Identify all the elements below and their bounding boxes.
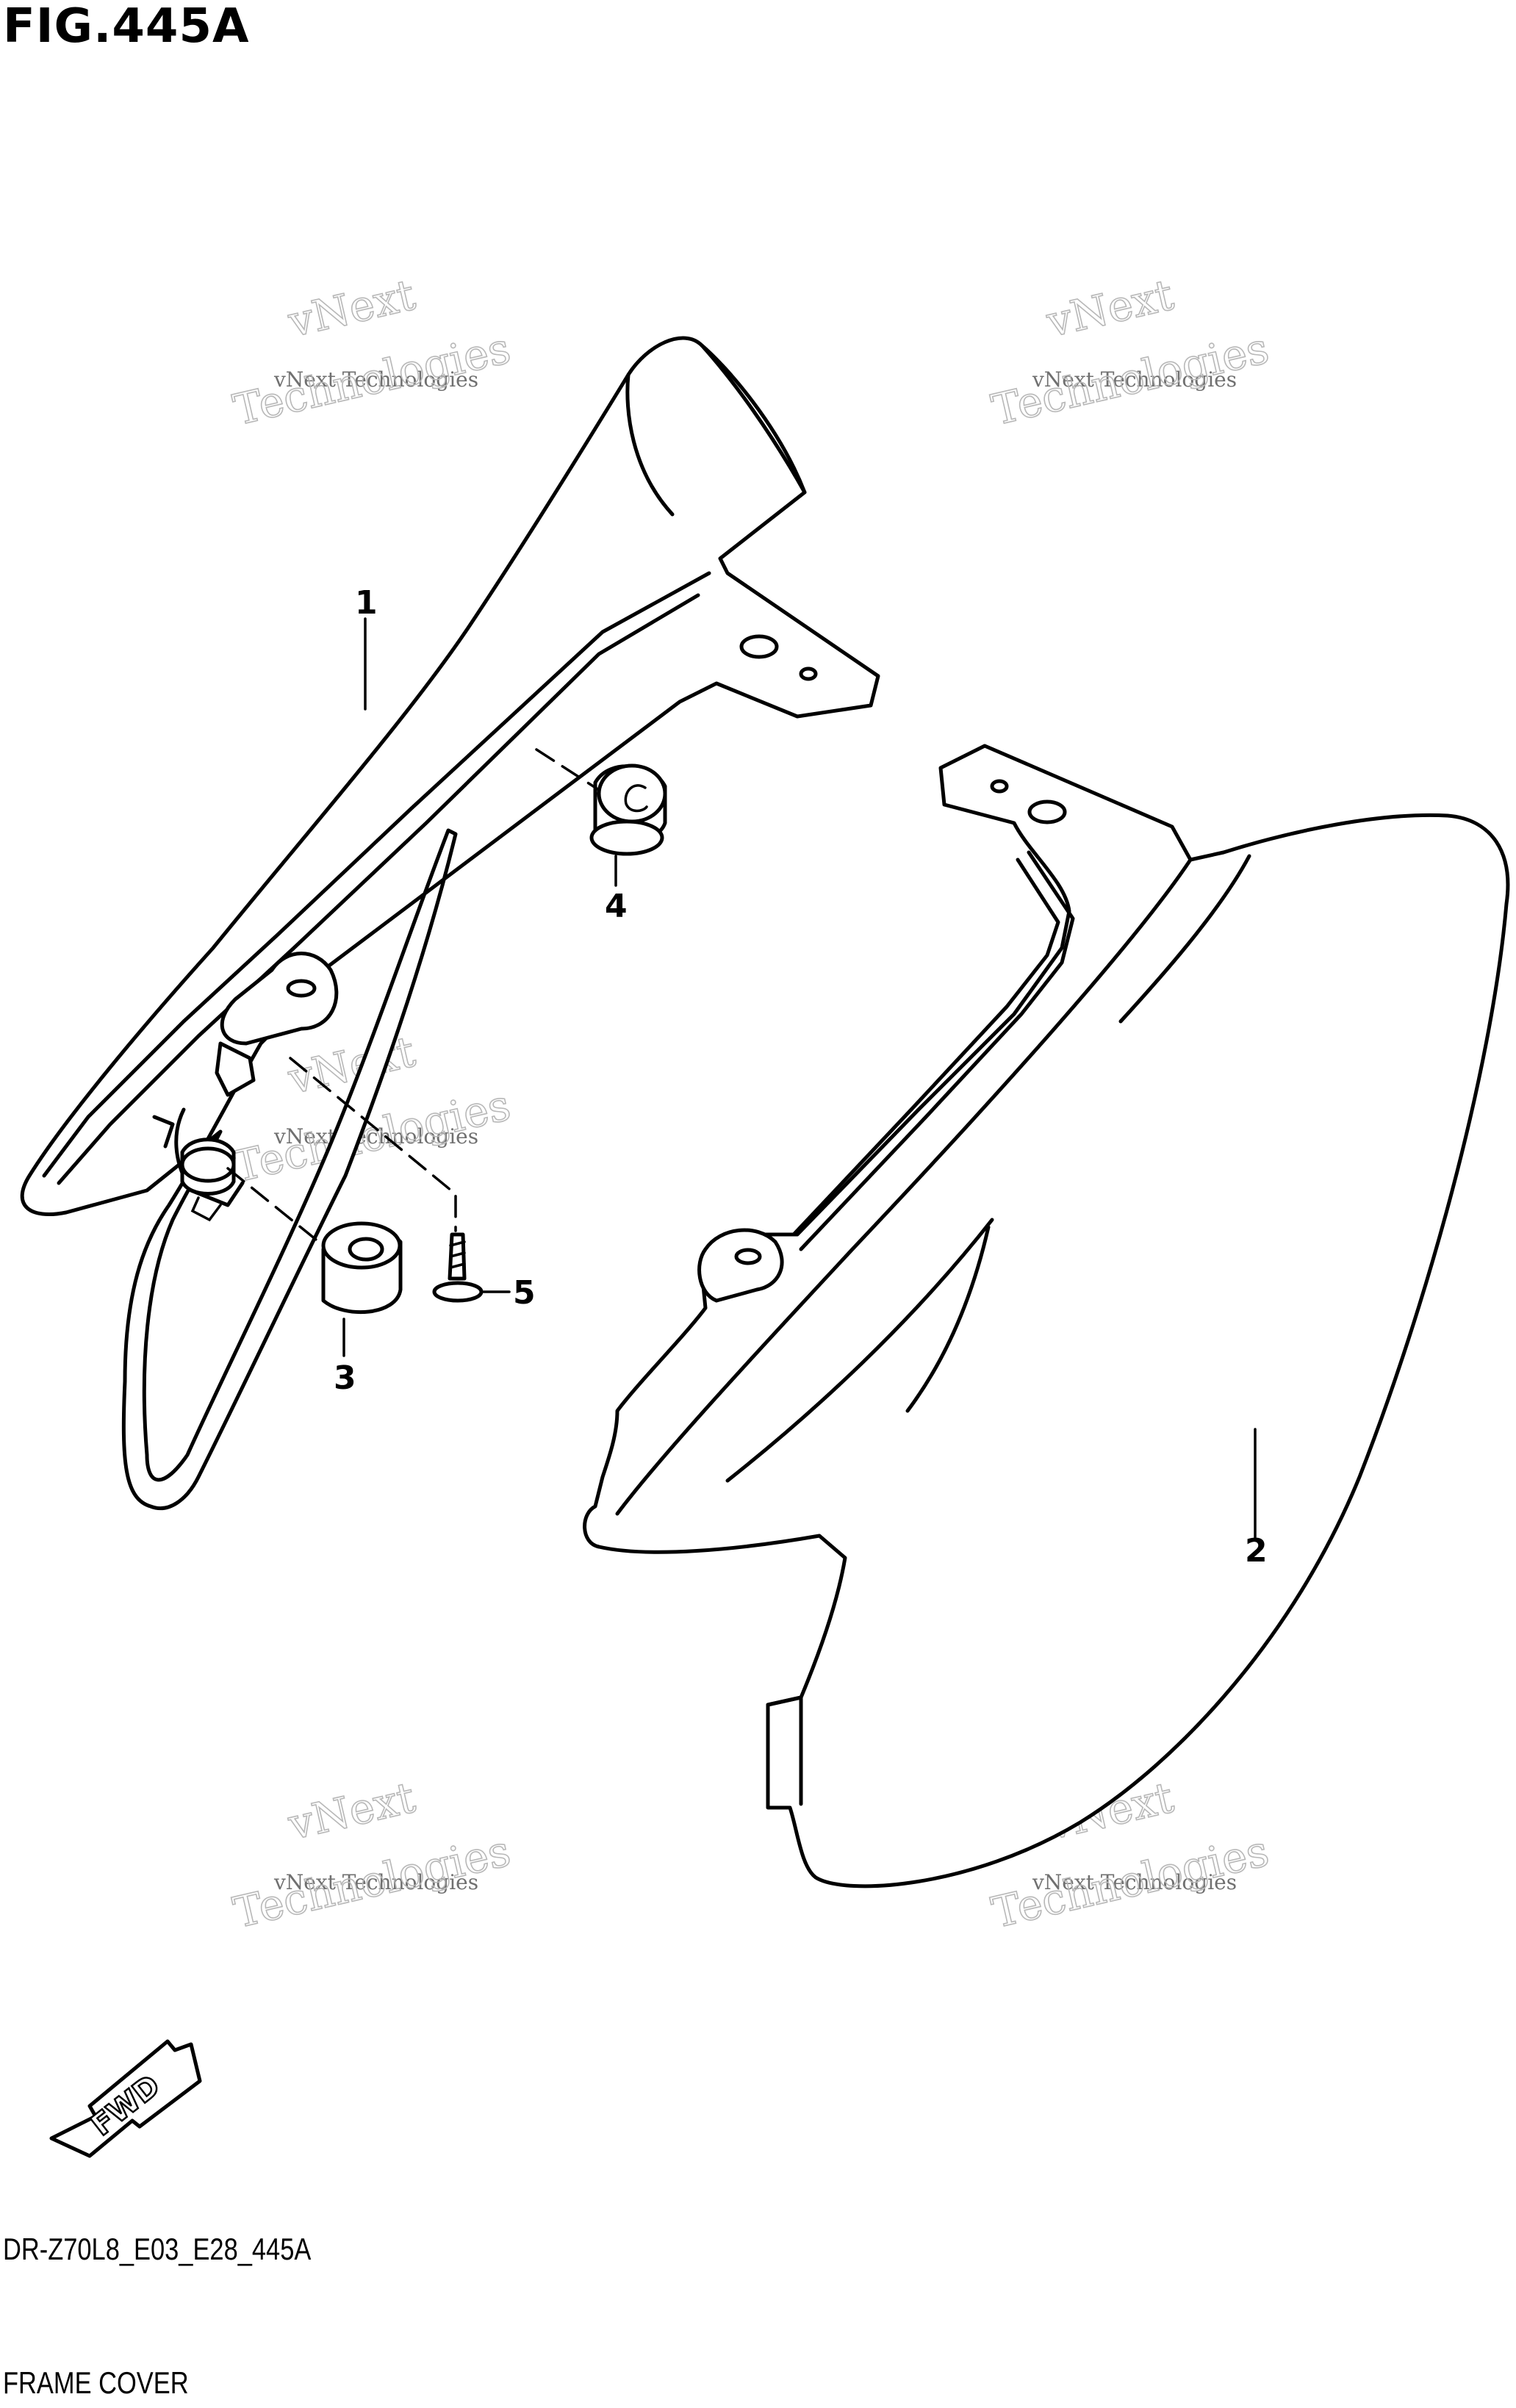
watermark: vNext vNext Technologies Technologies <box>229 269 516 436</box>
part-2-upper-crease <box>1118 854 1251 1024</box>
watermark-line3: Technologies <box>987 323 1273 435</box>
part-5-head <box>432 1281 484 1303</box>
part-1-lower-boss-hole <box>286 979 317 998</box>
fwd-arrow-shape <box>49 2039 202 2158</box>
watermark-line3: Technologies <box>229 323 514 435</box>
figure-title: FIG.445A <box>3 0 250 54</box>
bushing-clip <box>190 1196 222 1222</box>
fwd-arrow-icon: FWD <box>49 2039 202 2158</box>
part-2-mid-crease <box>725 1218 994 1483</box>
part-4-hole <box>624 784 648 813</box>
part-2-outline <box>583 744 1510 1888</box>
part-1-lower-boss <box>220 952 339 1046</box>
part-2-lower-boss-hole <box>734 1248 762 1265</box>
callout-3: 3 <box>334 1359 356 1397</box>
part-1-small-hole <box>799 666 818 681</box>
leader-part-4-dash <box>535 748 600 791</box>
callout-4: 4 <box>605 888 628 925</box>
callout-1: 1 <box>355 584 378 622</box>
callout-numbers: 1 2 3 4 5 <box>334 584 1268 1570</box>
part-2-inner-rail-2 <box>791 858 1060 1237</box>
part-1-flange-crease <box>625 373 675 517</box>
part-4-grommet <box>589 763 667 856</box>
part-1-inner-rail-2 <box>57 593 700 1185</box>
watermark-line1: vNext <box>283 1772 420 1850</box>
watermark-line1: vNext <box>1041 270 1178 348</box>
diagram-code: DR-Z70L8_E03_E28_445A <box>3 2232 312 2266</box>
watermark-line2: vNext Technologies <box>1032 1870 1237 1894</box>
part-2-right-frame-cover <box>583 744 1510 1888</box>
part-2-mount-hole <box>1027 799 1067 824</box>
part-2-lower-boss <box>697 1228 784 1303</box>
part-1-inner-rail <box>42 571 711 1178</box>
part-4-face <box>597 763 667 824</box>
part-1-bushing <box>180 1137 236 1222</box>
diagram-caption: FRAME COVER <box>3 2365 189 2400</box>
watermark: vNext vNext Technologies Technologies <box>229 1772 516 1938</box>
part-1-mount-hole <box>739 634 779 659</box>
part-5-thread <box>449 1240 466 1269</box>
part-2-body-crease <box>615 858 1193 1516</box>
leader-part-3-dash <box>226 1167 325 1247</box>
part-1-grommet-seat <box>215 1041 256 1097</box>
leader-part-5-dash <box>289 1057 457 1232</box>
watermark-line2: vNext Technologies <box>1032 367 1237 392</box>
watermark-line2: vNext Technologies <box>273 1870 478 1894</box>
part-2-lower-crease <box>905 1225 991 1413</box>
part-1-lower-clip <box>152 1115 175 1149</box>
watermark-line3: Technologies <box>229 1825 514 1938</box>
part-3-bore <box>348 1237 384 1262</box>
watermark-line1: vNext <box>283 270 420 348</box>
part-3-collar <box>321 1221 403 1315</box>
part-2-inner-rail <box>799 850 1075 1251</box>
leader-lines <box>226 617 1257 1539</box>
watermark-line2: vNext Technologies <box>273 367 478 392</box>
watermark: vNext vNext Technologies Technologies <box>987 269 1274 436</box>
part-1-top-fold <box>700 343 807 495</box>
part-5-screw <box>432 1232 484 1303</box>
part-4-flange <box>589 819 664 856</box>
callout-5: 5 <box>513 1274 536 1312</box>
bushing-face <box>180 1146 236 1183</box>
callout-2: 2 <box>1245 1532 1268 1570</box>
part-2-tab-edge <box>766 1695 803 1806</box>
part-2-small-hole <box>990 779 1009 794</box>
